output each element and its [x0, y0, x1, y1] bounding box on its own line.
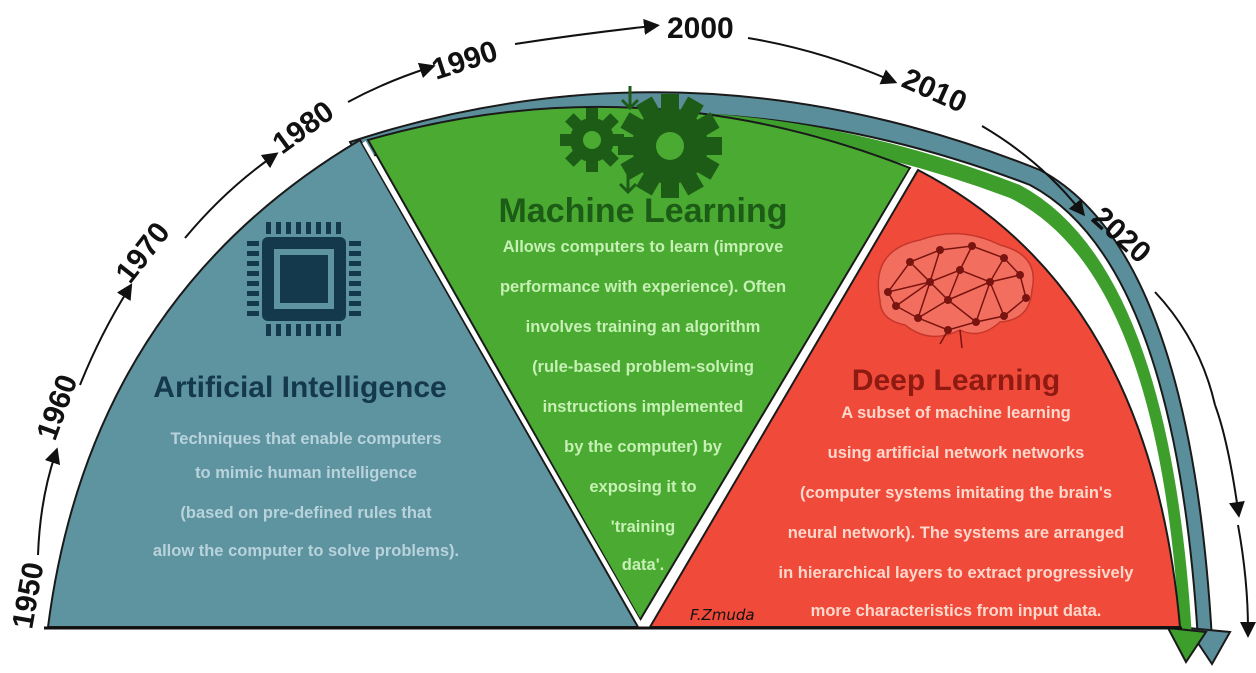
- ml-description-line: data'.: [622, 556, 664, 574]
- ai-description-line: (based on pre-defined rules that: [180, 504, 432, 522]
- ml-description-line: 'training: [611, 518, 675, 536]
- dl-description-line: more characteristics from input data.: [811, 602, 1102, 620]
- dl-description: A subset of machine learning using artif…: [779, 404, 1135, 620]
- year-label: 1970: [110, 216, 177, 289]
- year-label: 2000: [667, 12, 734, 45]
- ai-description-line: Techniques that enable computers: [170, 430, 441, 448]
- ai-title: Artificial Intelligence: [153, 371, 446, 404]
- dl-region: [648, 168, 1182, 628]
- dl-title: Deep Learning: [852, 364, 1060, 397]
- year-label: 1950: [6, 560, 50, 631]
- dl-description-line: (computer systems imitating the brain's: [800, 484, 1112, 502]
- inner-arc-arrowhead: [1166, 626, 1208, 664]
- ml-description-line: exposing it to: [589, 478, 696, 496]
- dl-description-line: in hierarchical layers to extract progre…: [779, 564, 1135, 582]
- dl-description-line: using artificial network networks: [828, 444, 1085, 462]
- ml-description-line: performance with experience). Often: [500, 278, 786, 296]
- ml-description-line: by the computer) by: [564, 438, 723, 456]
- year-label: 1990: [428, 35, 502, 87]
- year-label: 1960: [31, 370, 85, 444]
- ml-description: Allows computers to learn (improve perfo…: [500, 238, 786, 574]
- ai-description: Techniques that enable computers to mimi…: [153, 430, 459, 560]
- ml-description-line: (rule-based problem-solving: [532, 358, 754, 376]
- ai-description-line: allow the computer to solve problems).: [153, 542, 459, 560]
- ml-title: Machine Learning: [498, 192, 787, 230]
- dl-description-line: neural network). The systems are arrange…: [788, 524, 1125, 542]
- ml-description-line: involves training an algorithm: [526, 318, 761, 336]
- gears-icon: [560, 86, 722, 198]
- artist-signature: F.Zmuda: [690, 606, 755, 624]
- cpu-chip-icon: [247, 222, 361, 336]
- ai-region: [46, 138, 640, 628]
- year-label: 2010: [897, 62, 971, 119]
- dl-description-line: A subset of machine learning: [841, 404, 1071, 422]
- ml-description-line: instructions implemented: [543, 398, 744, 416]
- ai-description-line: to mimic human intelligence: [195, 464, 417, 482]
- ml-description-line: Allows computers to learn (improve: [503, 238, 784, 256]
- timeline-arrows: [37, 18, 1256, 638]
- neural-brain-icon: [877, 232, 1034, 349]
- year-label: 1980: [267, 95, 340, 161]
